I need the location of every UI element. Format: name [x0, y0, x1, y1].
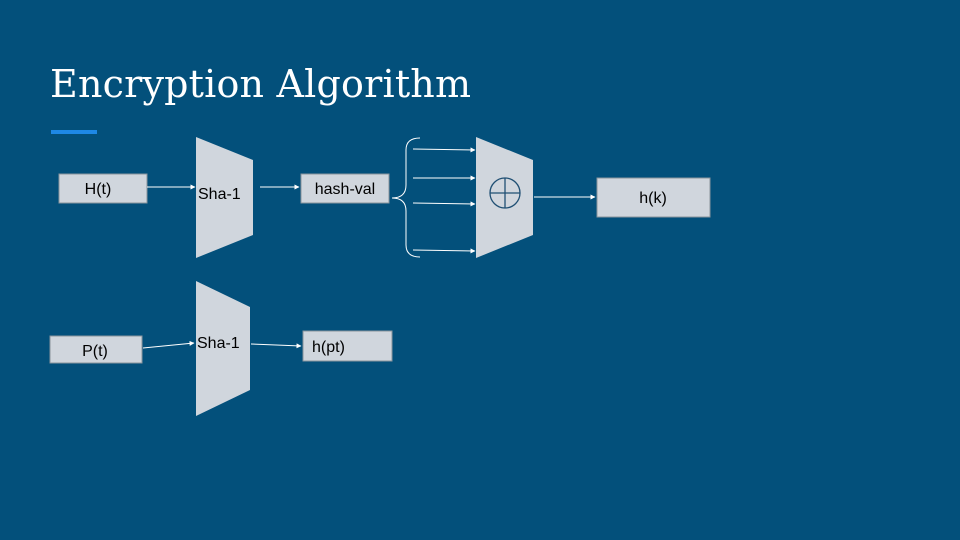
output-label-hpt: h(pt)	[312, 339, 345, 356]
output-label-hk: h(k)	[639, 190, 667, 207]
sha1-label-row2: Sha-1	[197, 335, 240, 352]
hash-val-box: hash-val	[300, 173, 390, 204]
input-box-pt: P(t)	[49, 335, 143, 364]
sha1-block-row1: Sha-1	[196, 137, 253, 258]
split-arrow-3	[412, 201, 476, 207]
hash-val-label: hash-val	[315, 181, 375, 198]
output-box-hpt: h(pt)	[302, 330, 393, 362]
split-arrow-1	[412, 147, 476, 153]
output-box-hk: h(k)	[596, 177, 711, 218]
sha1-label-row1: Sha-1	[198, 186, 241, 203]
arrow-pt-to-sha1	[142, 340, 195, 349]
arrow-sha1-to-hpt	[250, 343, 302, 349]
title-accent-bar	[51, 130, 97, 134]
input-label-ht: H(t)	[85, 181, 112, 198]
xor-block	[476, 137, 533, 258]
sha1-block-row2: Sha-1	[196, 281, 250, 416]
slide-title: Encryption Algorithm	[50, 62, 472, 106]
input-label-pt: P(t)	[82, 343, 108, 360]
split-arrow-4	[412, 248, 476, 254]
fan-out-brace	[391, 137, 421, 258]
xor-icon	[489, 177, 521, 209]
input-box-ht: H(t)	[58, 173, 148, 204]
